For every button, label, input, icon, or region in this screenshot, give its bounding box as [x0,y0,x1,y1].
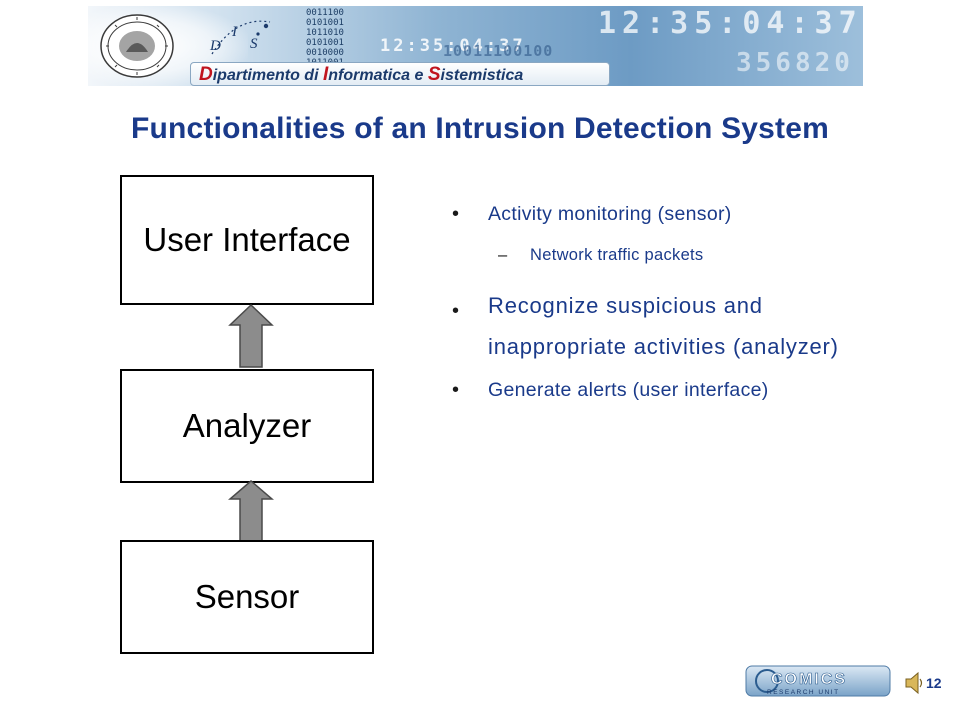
department-text-3: istemistica [440,67,524,84]
sub-bullet-text: Network traffic packets [530,246,704,264]
university-seal-icon [100,14,174,78]
page-number: 12 [926,675,942,691]
dash-glyph: – [498,246,508,264]
banner-binary-line: 10011100100 [443,42,554,60]
bullet-item: • Recognize suspicious and inappropriate… [450,285,940,367]
bullet-text: Generate alerts (user interface) [488,379,769,401]
banner-counter: 356820 [736,48,854,78]
bullet-text-line-2: inappropriate activities (analyzer) [488,334,839,359]
comics-logo-subtext: RESEARCH UNIT [767,689,840,696]
svg-text:D: D [209,38,221,54]
bullet-item: • Generate alerts (user interface) [450,379,940,402]
analyzer-block: Analyzer [120,369,374,483]
department-initial-s: S [427,64,441,85]
bullet-text: Activity monitoring (sensor) [488,203,732,225]
header-banner: 0011100 0101001 1011010 0101001 0010000 … [88,6,863,86]
comics-logo-text: COMICS [771,671,847,688]
department-text-1: ipartimento di [212,67,319,84]
bullet-list: • Activity monitoring (sensor) – Network… [450,203,940,402]
banner-clock-small: 12:35:04:37 [380,36,526,56]
svg-text:S: S [250,36,258,52]
up-arrow-icon [228,303,274,368]
department-name: Dipartimento di Informatica e Sistemisti… [190,62,610,86]
bullet-glyph: • [452,300,460,322]
slide-title: Functionalities of an Intrusion Detectio… [130,112,830,145]
bullet-glyph: • [452,203,460,225]
sub-bullet-item: – Network traffic packets [450,246,940,265]
svg-text:I: I [231,24,238,40]
up-arrow-icon [228,480,274,542]
sensor-block: Sensor [120,540,374,654]
bullet-text-line-1: Recognize suspicious and [488,293,763,318]
bullet-item: • Activity monitoring (sensor) [450,203,940,226]
user-interface-block: User Interface [120,175,374,305]
department-initial-i: I [322,64,329,85]
comics-logo-icon: COMICS RESEARCH UNIT [745,665,891,697]
bullet-glyph: • [452,379,460,401]
department-initial-d: D [199,64,213,85]
dis-logo-icon: D I S [209,20,271,55]
speaker-icon[interactable] [904,670,926,696]
department-text-2: nformatica e [328,67,424,84]
banner-clock-large: 12:35:04:37 [598,6,863,41]
